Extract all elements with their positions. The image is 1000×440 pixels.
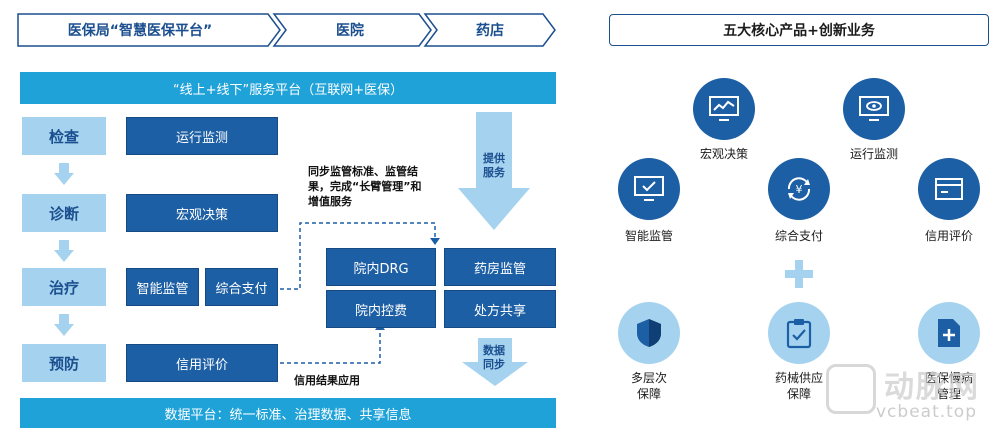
product-payment-label: 综合支付 (774, 229, 823, 243)
header-step-pharmacy: 药店 (476, 23, 504, 39)
right-title: 五大核心产品+创新业务 (609, 14, 989, 46)
module-payment: 综合支付 (205, 268, 278, 306)
data-platform-band: 数据平台：统一标准、治理数据、共享信息 (20, 398, 556, 428)
watermark-url: vcbeat.top (876, 402, 978, 422)
document-plus-icon (938, 319, 960, 347)
service-platform-band: “线上+线下”服务平台（互联网+医保） (20, 72, 556, 104)
prescription-sharing: 处方共享 (444, 290, 556, 328)
product-macro-label: 宏观决策 (699, 147, 748, 161)
header-chevrons (17, 13, 556, 47)
product-supervision-circle (618, 158, 680, 220)
module-smart-supervision: 智能监管 (126, 268, 199, 306)
stage-check: 检查 (22, 117, 106, 155)
chart-monitor-icon (709, 96, 739, 121)
module-credit: 信用评价 (126, 344, 278, 382)
provide-service-label: 提供服务 (483, 152, 505, 179)
down-arrow-icon (54, 314, 74, 336)
product-monitor-circle (843, 78, 905, 140)
data-sync-label: 数据同步 (483, 344, 505, 371)
hospital-cost-control: 院内控费 (326, 290, 436, 328)
plus-icon (785, 260, 813, 288)
svg-text:¥: ¥ (796, 183, 803, 196)
hospital-drg: 院内DRG (326, 248, 436, 286)
product-supervision-label: 智能监管 (624, 229, 673, 243)
clipboard-check-icon (786, 319, 812, 349)
innovation-supply-circle (768, 302, 830, 364)
module-macro-decision: 宏观决策 (126, 194, 278, 232)
sync-note: 同步监管标准、监管结果，完成“长臂管理”和增值服务 (308, 165, 422, 208)
down-arrow-icon (54, 163, 74, 185)
watermark-brand: 动脉网 (884, 370, 980, 405)
down-arrow-icon (54, 240, 74, 262)
module-monitor: 运行监测 (126, 117, 278, 155)
provide-service-arrow (458, 112, 530, 230)
eye-monitor-icon (859, 96, 889, 121)
product-macro-circle (693, 78, 755, 140)
shield-icon (637, 319, 661, 347)
credit-result-note: 信用结果应用 (294, 374, 360, 387)
product-payment-circle: ¥ (768, 158, 830, 220)
card-icon (935, 178, 963, 200)
innovation-chronic-label: 医保慢病 管理 (924, 371, 973, 401)
yen-cycle-icon: ¥ (787, 177, 811, 201)
product-credit-label: 信用评价 (924, 229, 973, 243)
innovation-supply-label: 药械供应 保障 (774, 371, 823, 401)
header-step-platform: 医保局“智慧医保平台” (67, 23, 213, 39)
check-monitor-icon (634, 176, 664, 201)
stage-prevention: 预防 (22, 344, 106, 382)
innovation-multilevel-circle (618, 302, 680, 364)
stage-treatment: 治疗 (22, 268, 106, 306)
header-step-hospital: 医院 (336, 23, 364, 39)
pharmacy-supervision: 药房监管 (444, 248, 556, 286)
innovation-chronic-circle (918, 302, 980, 364)
data-sync-arrow (462, 338, 528, 386)
product-monitor-label: 运行监测 (849, 147, 898, 161)
watermark-logo (826, 364, 876, 414)
innovation-multilevel-label: 多层次 保障 (630, 371, 667, 401)
product-credit-circle (918, 158, 980, 220)
stage-diagnosis: 诊断 (22, 194, 106, 232)
